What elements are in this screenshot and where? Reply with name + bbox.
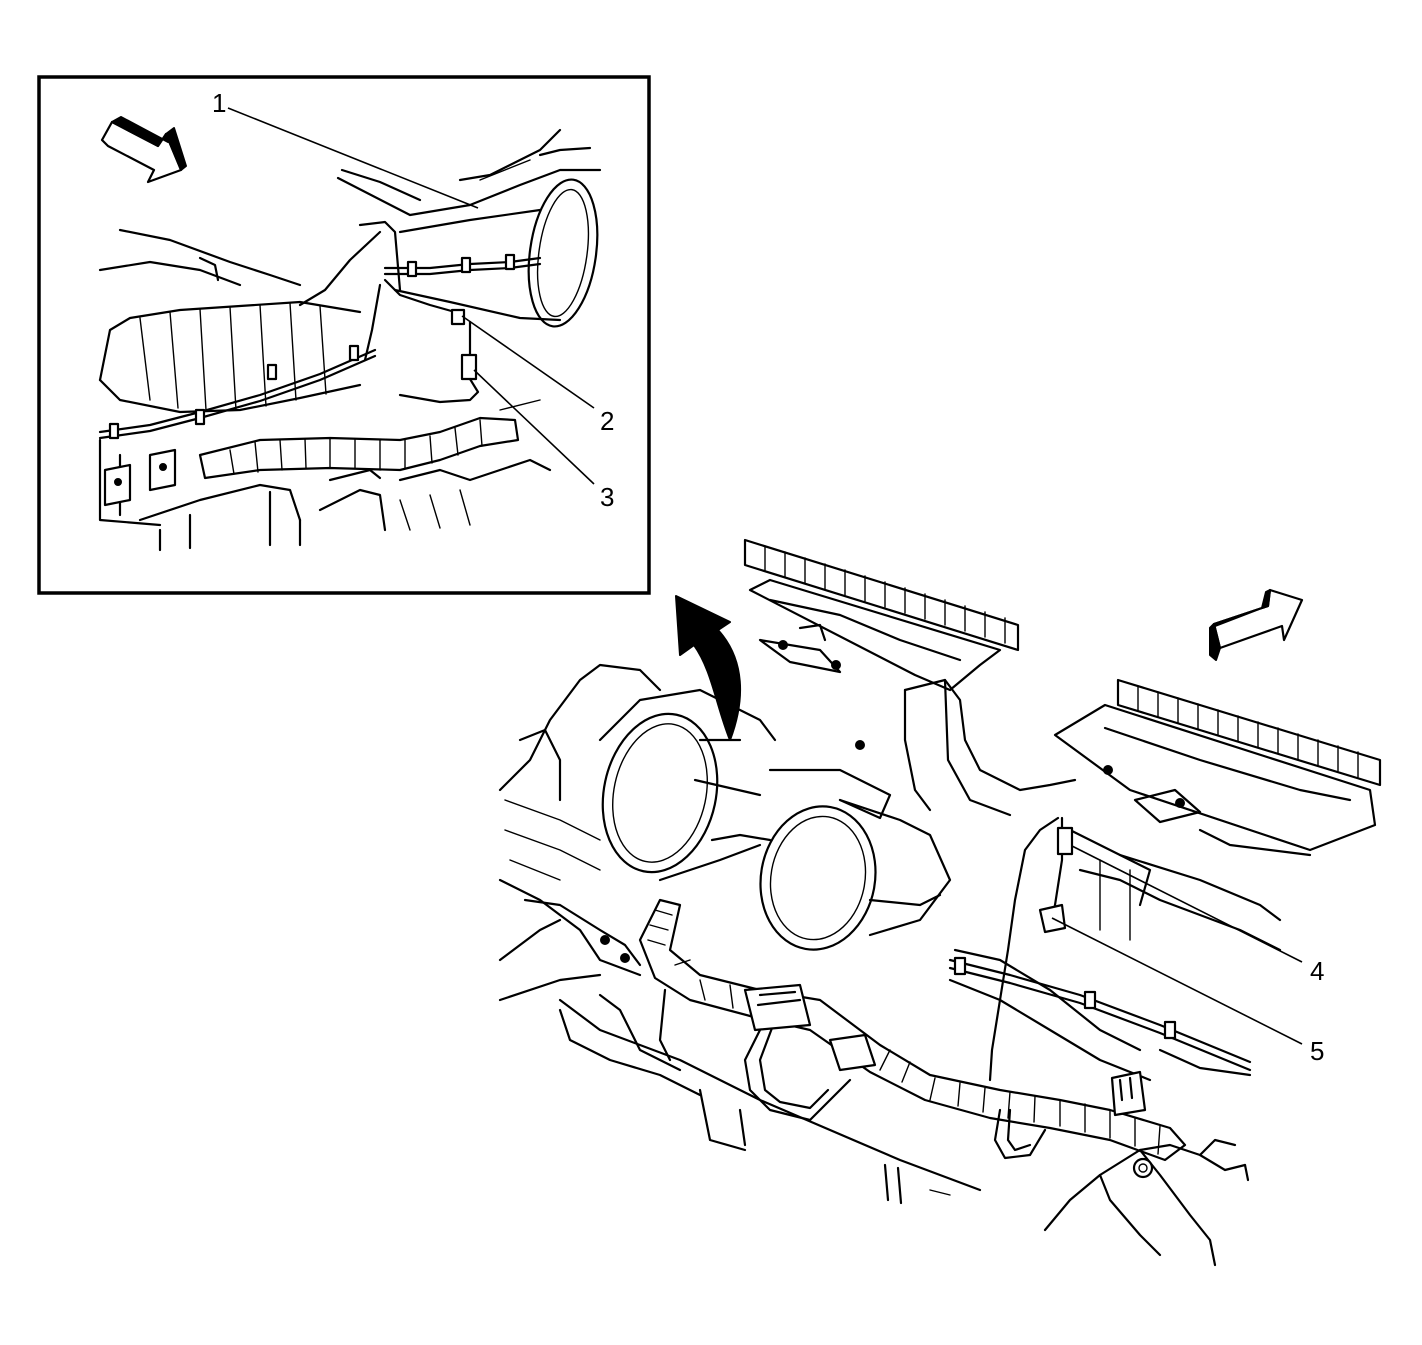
sensor-assembly [988,816,1074,1082]
callout-5-leader [1051,917,1303,1045]
main-direction-arrow-icon [1209,588,1304,661]
right-defroster-outlet [1053,678,1382,857]
callout-2-leader [461,315,595,409]
left-duct-outlet [598,688,777,882]
callout-2-label: 2 [600,406,614,436]
center-duct-outlet [759,768,952,951]
inset-drawing [98,128,602,552]
callout-1-leader [227,107,479,209]
inset-direction-arrow-icon [100,116,187,184]
left-defroster-outlet [743,538,1020,750]
callout-4-label: 4 [1310,956,1324,986]
inset-detail-view [37,75,651,595]
curved-view-arrow-icon [675,595,742,741]
callout-3-label: 3 [600,482,614,512]
callout-5-label: 5 [1310,1036,1324,1066]
callout-3-leader [473,369,595,485]
callout-1-label: 1 [212,88,226,118]
main-view [498,538,1382,1267]
callout-4-leader [1071,845,1303,963]
main-wiring-harness [638,898,1187,1162]
